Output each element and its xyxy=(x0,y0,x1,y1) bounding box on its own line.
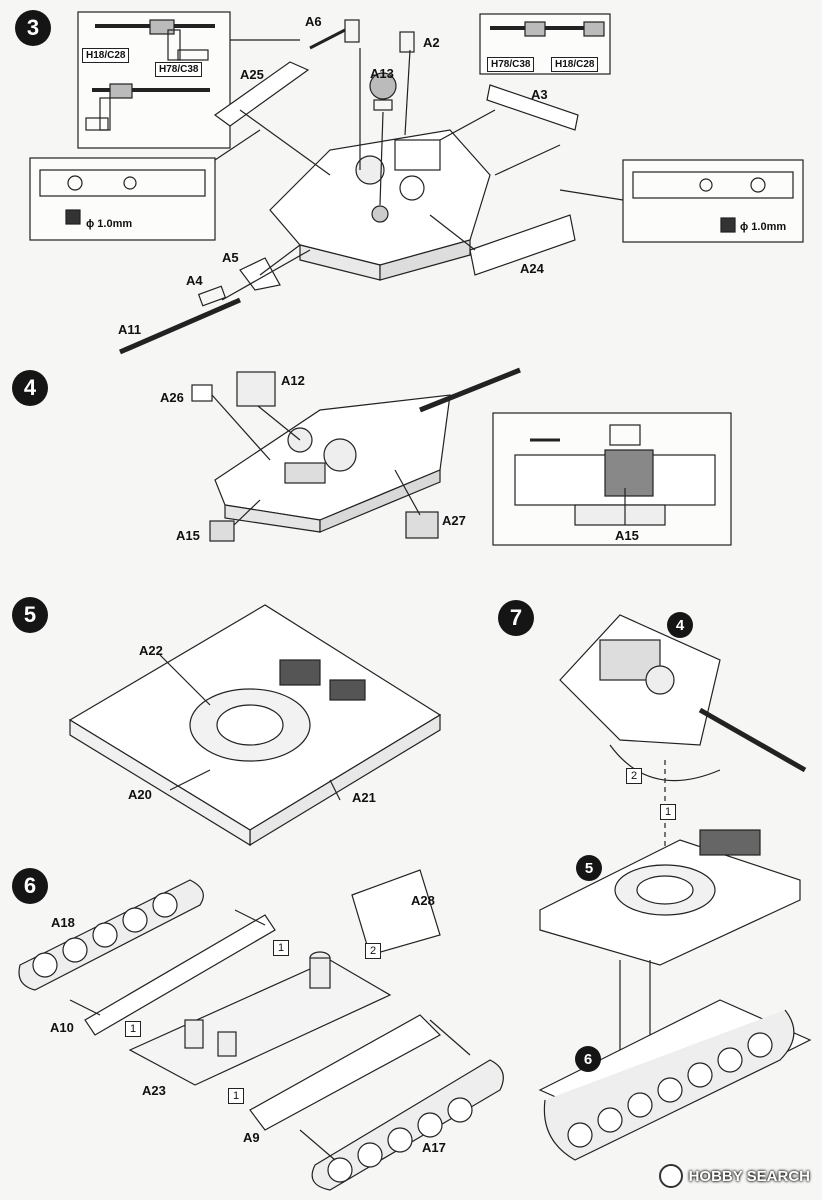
part-label-a21: A21 xyxy=(352,790,376,805)
color-tag-h18-c28: H18/C28 xyxy=(82,48,130,63)
part-label-a22: A22 xyxy=(139,643,163,658)
part-label-a26: A26 xyxy=(160,390,184,405)
callout-2: 2 xyxy=(365,943,381,959)
part-label-a13: A13 xyxy=(370,66,394,81)
watermark-text: HOBBY SEARCH xyxy=(688,1167,810,1185)
part-label-a28: A28 xyxy=(411,893,435,908)
part-label-a23: A23 xyxy=(142,1083,166,1098)
ref-step-6: 6 xyxy=(575,1046,601,1072)
step-4-badge: 4 xyxy=(12,370,48,406)
callout-1-a: 1 xyxy=(273,940,289,956)
step-3-badge: 3 xyxy=(15,10,51,46)
part-label-a11: A11 xyxy=(118,322,142,337)
color-tag-h78-c38-right: H78/C38 xyxy=(487,57,535,72)
inset-mg-mount-left xyxy=(77,11,231,149)
part-label-a5: A5 xyxy=(222,250,239,265)
callout-rotate-2: 2 xyxy=(626,768,642,784)
drill-text-right: ϕ 1.0mm xyxy=(740,221,787,233)
callout-1-b: 1 xyxy=(125,1021,141,1037)
part-label-a12: A12 xyxy=(281,373,305,388)
inset-label-a15: A15 xyxy=(615,528,639,543)
part-label-a3: A3 xyxy=(531,87,548,102)
part-label-a4: A4 xyxy=(186,273,203,288)
inset-hatch-left xyxy=(29,157,216,241)
callout-1-c: 1 xyxy=(228,1088,244,1104)
drill-note-left: ϕ 1.0mm xyxy=(86,218,132,230)
part-label-a17: A17 xyxy=(422,1140,446,1155)
step-7-badge: 7 xyxy=(498,600,534,636)
ref-step-5: 5 xyxy=(576,855,602,881)
color-tag-h18-c28-right: H18/C28 xyxy=(551,57,599,72)
part-label-a18: A18 xyxy=(51,915,75,930)
part-label-a2: A2 xyxy=(423,35,440,50)
color-tag-h78-c38: H78/C38 xyxy=(155,62,203,77)
part-label-a10: A10 xyxy=(50,1020,74,1035)
step-6-badge: 6 xyxy=(12,868,48,904)
part-label-a24: A24 xyxy=(520,261,544,276)
drill-text-left: ϕ 1.0mm xyxy=(86,218,133,230)
step-5-badge: 5 xyxy=(12,597,48,633)
inset-hatch-right xyxy=(622,159,804,243)
part-label-a27: A27 xyxy=(442,513,466,528)
part-label-a6: A6 xyxy=(305,14,322,29)
part-label-a25: A25 xyxy=(240,67,264,82)
watermark: HOBBY SEARCH xyxy=(658,1164,810,1188)
ref-step-4: 4 xyxy=(667,612,693,638)
watermark-logo-icon xyxy=(658,1164,683,1188)
part-label-a20: A20 xyxy=(128,787,152,802)
part-label-a9: A9 xyxy=(243,1130,260,1145)
drill-note-right: ϕ 1.0mm xyxy=(740,221,786,233)
callout-1-step7: 1 xyxy=(660,804,676,820)
part-label-a15: A15 xyxy=(176,528,200,543)
